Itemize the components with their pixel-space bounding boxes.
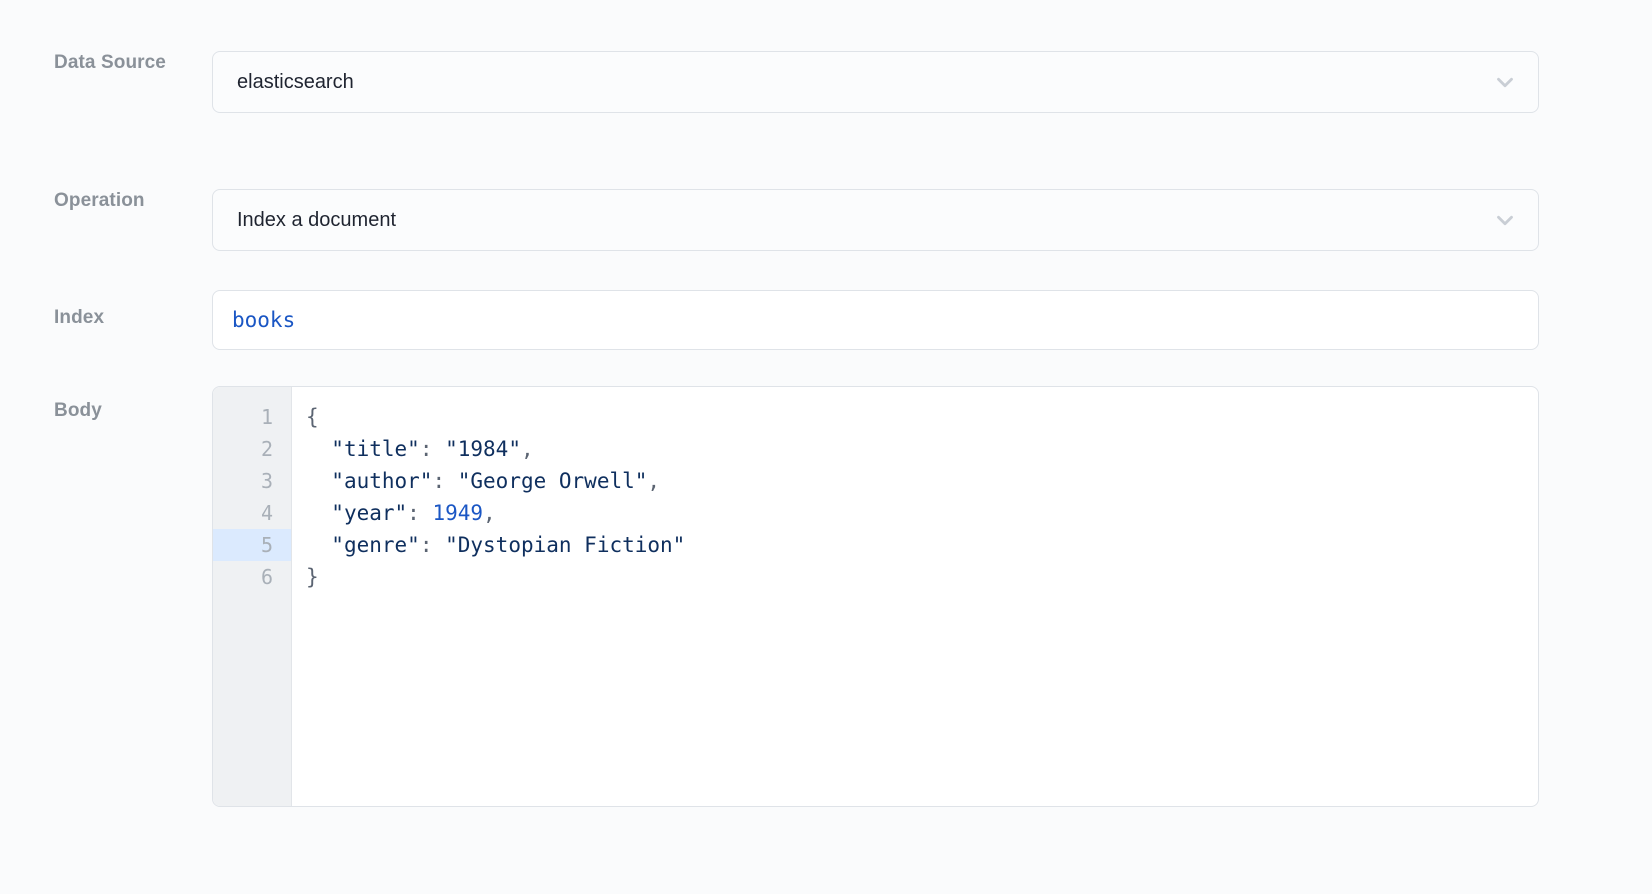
code-token: "Dystopian Fiction": [445, 533, 686, 557]
field-row-body: Body 1 2 3 4 5 6 { "title": "1984", "author":…: [0, 386, 1539, 807]
code-token: [306, 533, 331, 557]
code-token: "year": [331, 501, 408, 525]
gutter-line-number: 3: [260, 469, 273, 493]
field-row-data-source: Data Source elasticsearch: [0, 51, 1539, 113]
gutter-line-number: 5: [213, 529, 291, 561]
editor-line-number-gutter: 1 2 3 4 5 6: [213, 387, 292, 806]
code-token: ,: [647, 469, 661, 493]
code-line: }: [306, 561, 1538, 593]
gutter-line-number: 4: [260, 501, 273, 525]
code-token: "1984": [445, 437, 521, 461]
code-token: }: [306, 565, 319, 589]
index-input[interactable]: books: [212, 290, 1539, 350]
code-token: [306, 501, 331, 525]
code-token: "genre": [331, 533, 420, 557]
code-line: "author": "George Orwell",: [306, 465, 1538, 497]
code-token: ,: [483, 501, 496, 525]
code-line: "year": 1949,: [306, 497, 1538, 529]
body-code-editor[interactable]: 1 2 3 4 5 6 { "title": "1984", "author": "Geo…: [212, 386, 1539, 807]
gutter-line-number: 6: [260, 565, 273, 589]
code-token: "title": [331, 437, 420, 461]
field-row-index: Index books: [0, 290, 1539, 350]
field-row-operation: Operation Index a document: [0, 189, 1539, 251]
data-source-select[interactable]: elasticsearch: [212, 51, 1539, 113]
code-line: "genre": "Dystopian Fiction": [306, 529, 1538, 561]
code-token: [306, 469, 331, 493]
field-label-body: Body: [54, 400, 102, 421]
code-token: "George Orwell": [457, 469, 648, 493]
code-token: :: [432, 469, 458, 493]
index-input-value: books: [232, 307, 296, 332]
gutter-line-number: 1: [260, 405, 273, 429]
code-token: 1949: [432, 501, 484, 525]
code-token: ,: [520, 437, 534, 461]
code-token: :: [419, 437, 446, 461]
code-token: :: [419, 533, 446, 557]
code-line: {: [306, 401, 1538, 433]
code-token: :: [407, 501, 433, 525]
field-label-operation: Operation: [54, 190, 145, 211]
field-label-data-source: Data Source: [54, 52, 166, 73]
code-token: "author": [331, 469, 433, 493]
code-token: {: [306, 405, 319, 429]
code-line: "title": "1984",: [306, 433, 1538, 465]
gutter-line-number: 2: [260, 437, 273, 461]
editor-code-area[interactable]: { "title": "1984", "author": "George Orw…: [292, 387, 1538, 806]
operation-select[interactable]: Index a document: [212, 189, 1539, 251]
operation-selected-value: Index a document: [237, 210, 396, 230]
chevron-down-icon[interactable]: [1492, 207, 1518, 233]
field-label-index: Index: [54, 307, 105, 328]
chevron-down-icon[interactable]: [1492, 69, 1518, 95]
code-token: [306, 437, 331, 461]
data-source-selected-value: elasticsearch: [237, 72, 354, 92]
